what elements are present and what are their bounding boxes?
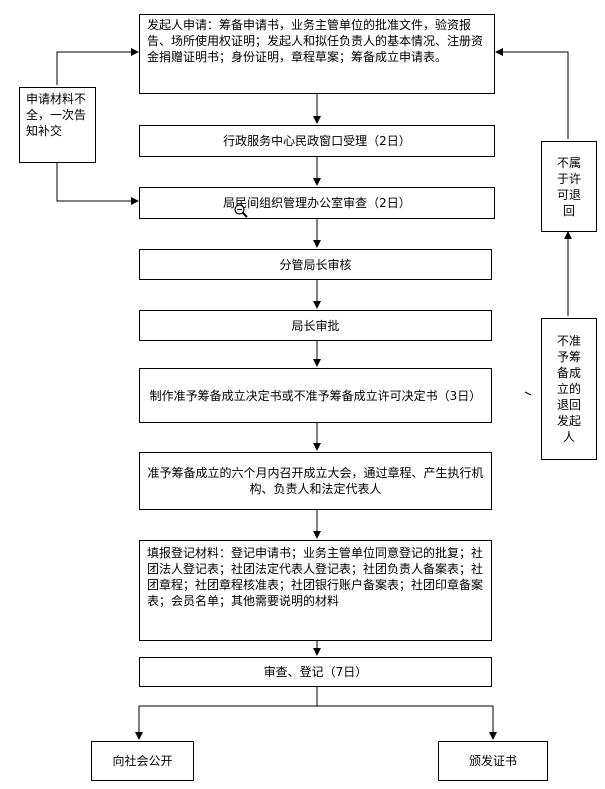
note-incomplete-materials: 申请材料不全，一次告知补交 [19, 87, 96, 163]
arrow-incomplete-to-apply [56, 48, 139, 85]
arrow-incomplete-to-review [56, 162, 139, 205]
note-not-eligible: 不属于许可退回 [541, 141, 597, 232]
note-not-approved-text: 不准予筹备成立的退回发起人 [556, 334, 581, 444]
outcome-issue: 颁发证书 [438, 741, 548, 781]
zoom-magnifier-icon[interactable] [234, 204, 248, 218]
step-apply: 发起人申请：筹备申请书，业务主管单位的批准文件，验资报告、场所使用权证明；发起人… [139, 14, 495, 94]
step-director-text: 局长审批 [291, 318, 340, 333]
step-materials-text: 填报登记材料：登记申请书；业务主管单位同意登记的批复；社团法人登记表；社团法定代… [147, 546, 484, 608]
arrow-register-to-publicize [135, 686, 318, 740]
step-director: 局长审批 [139, 310, 492, 341]
step-deputy-text: 分管局长审核 [279, 257, 352, 272]
outcome-issue-text: 颁发证书 [468, 754, 517, 768]
outcome-publicize-text: 向社会公开 [112, 754, 173, 768]
step-decision: 制作准予筹备成立决定书或不准予筹备成立许可决定书（3日） [139, 368, 492, 423]
note-incomplete-materials-text: 申请材料不全，一次告知补交 [26, 92, 87, 138]
step-register-text: 审查、登记（7日） [263, 665, 368, 679]
arrow-not-eligible-to-apply [495, 48, 569, 139]
note-not-approved: 不准予筹备成立的退回发起人 [541, 318, 597, 460]
step-congress-text: 准予筹备成立的六个月内召开成立大会，通过章程、产生执行机构、负责人和法定代表人 [147, 466, 484, 496]
step-materials: 填报登记材料：登记申请书；业务主管单位同意登记的批复；社团法人登记表；社团法定代… [139, 540, 492, 641]
step-accept: 行政服务中心民政窗口受理（2日） [139, 125, 495, 157]
step-deputy: 分管局长审核 [139, 249, 492, 280]
step-review-text: 局民间组织管理办公室审查（2日） [223, 196, 411, 210]
step-decision-text: 制作准予筹备成立决定书或不准予筹备成立许可决定书（3日） [149, 388, 482, 403]
step-apply-text: 发起人申请：筹备申请书，业务主管单位的批准文件，验资报告、场所使用权证明；发起人… [147, 18, 484, 64]
step-register: 审查、登记（7日） [139, 657, 492, 687]
arrow-register-to-issue [317, 705, 497, 740]
step-congress: 准予筹备成立的六个月内召开成立大会，通过章程、产生执行机构、负责人和法定代表人 [139, 452, 492, 510]
connector-decision-to-not-approved [524, 391, 532, 396]
step-accept-text: 行政服务中心民政窗口受理（2日） [223, 134, 411, 148]
outcome-publicize: 向社会公开 [91, 741, 194, 781]
note-not-eligible-text: 不属于许可退回 [556, 155, 581, 218]
step-review: 局民间组织管理办公室审查（2日） [139, 187, 495, 219]
